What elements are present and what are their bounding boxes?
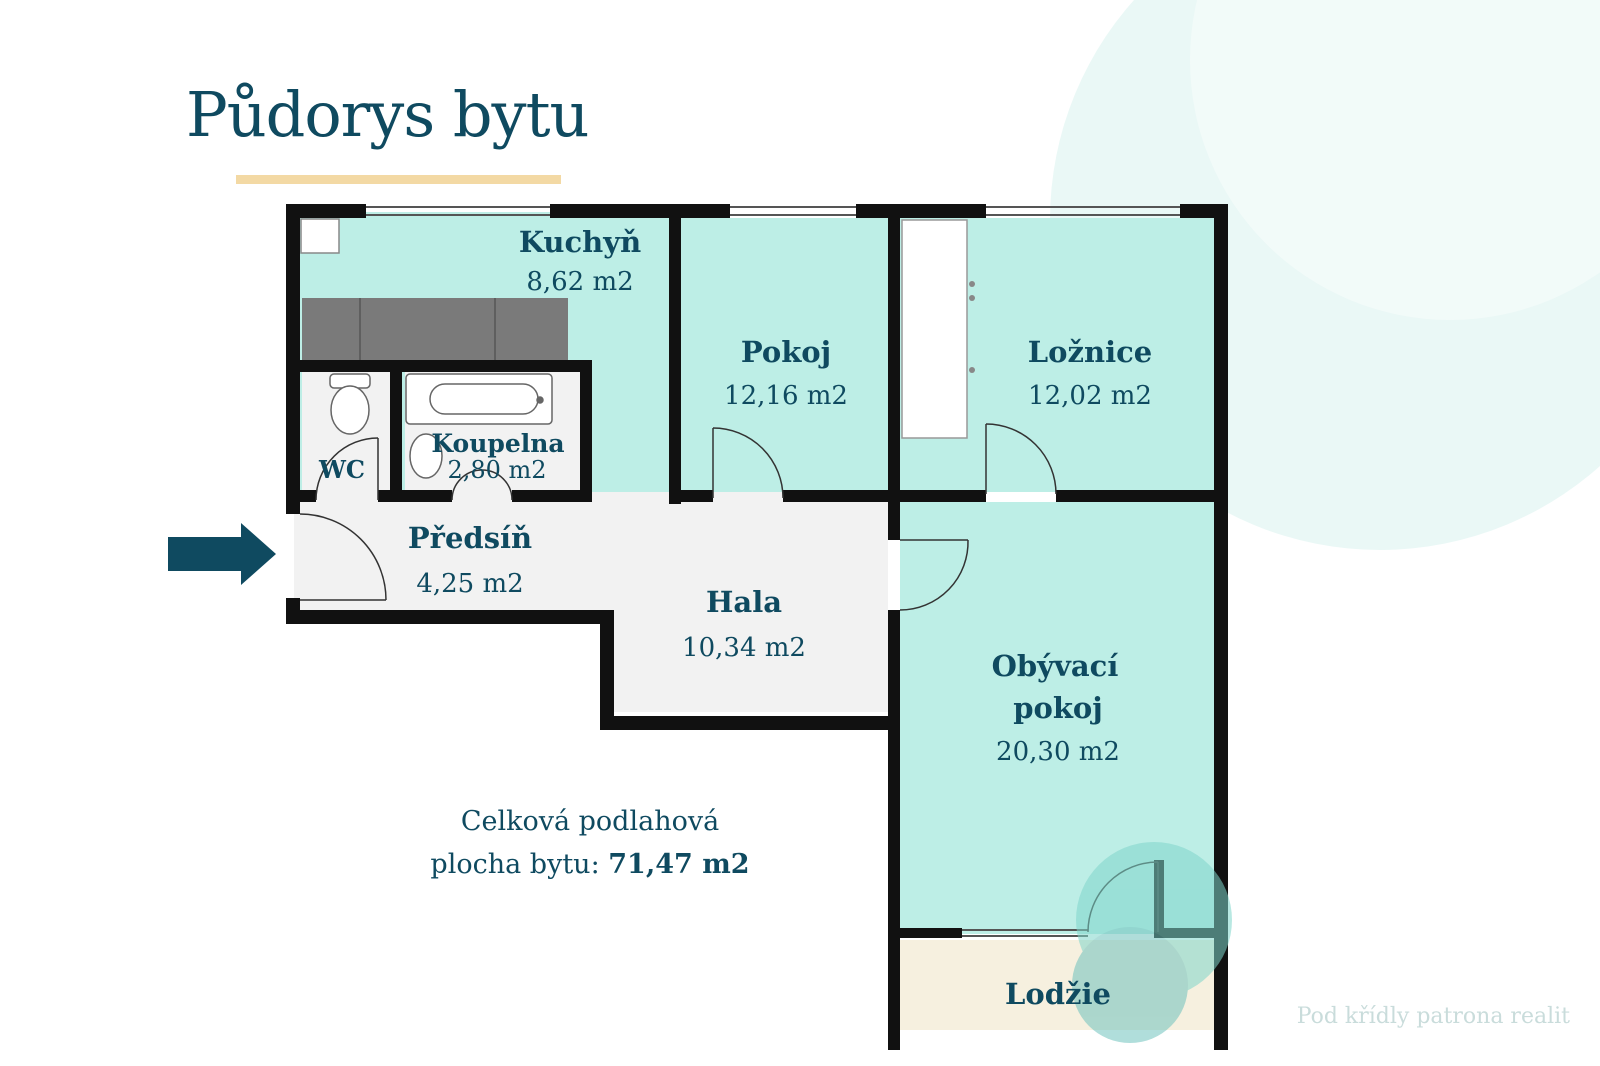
total-value: 71,47 m2 bbox=[608, 849, 750, 880]
pokoj-name: Pokoj bbox=[741, 335, 831, 369]
hall-area bbox=[294, 492, 888, 712]
obyvaci-name-line2: pokoj bbox=[1013, 691, 1103, 725]
wardrobe bbox=[901, 219, 968, 439]
bathtub-icon bbox=[405, 373, 553, 425]
pokoj-area: 12,16 m2 bbox=[724, 381, 848, 411]
hala-area: 10,34 m2 bbox=[682, 633, 806, 663]
toilet-icon bbox=[329, 373, 371, 435]
room-fills bbox=[294, 212, 1218, 1030]
room-pokoj-area bbox=[680, 218, 893, 492]
obyvaci-area: 20,30 m2 bbox=[996, 737, 1120, 767]
total-line1: Celková podlahová bbox=[460, 806, 720, 837]
kitchen-counter bbox=[300, 218, 568, 360]
arrow-right-icon bbox=[168, 523, 276, 585]
predsin-name: Předsíň bbox=[408, 521, 532, 555]
lodzie-name: Lodžie bbox=[1005, 977, 1111, 1011]
wc-name: WC bbox=[318, 455, 365, 484]
walls bbox=[286, 204, 1228, 1050]
total-prefix: plocha bytu: bbox=[430, 849, 609, 880]
loznice-area: 12,02 m2 bbox=[1028, 381, 1152, 411]
watermark: Pod křídly patrona realit bbox=[1296, 1004, 1570, 1029]
loznice-name: Ložnice bbox=[1028, 335, 1152, 369]
kuchyn-name: Kuchyň bbox=[519, 225, 641, 259]
kuchyn-area: 8,62 m2 bbox=[526, 267, 633, 297]
sink-icon bbox=[409, 433, 443, 479]
koupelna-area: 2,80 m2 bbox=[447, 456, 546, 484]
page-title: Půdorys bytu bbox=[186, 78, 589, 151]
koupelna-name: Koupelna bbox=[431, 429, 564, 458]
decorative-blob bbox=[1072, 842, 1232, 1043]
total-line2: plocha bytu: 71,47 m2 bbox=[420, 843, 760, 886]
title-underline bbox=[236, 175, 561, 184]
predsin-area: 4,25 m2 bbox=[416, 569, 523, 599]
total-area-note: Celková podlahová plocha bytu: 71,47 m2 bbox=[420, 800, 760, 886]
windows bbox=[366, 206, 1180, 937]
hala-name: Hala bbox=[706, 585, 782, 619]
obyvaci-name-line1: Obývací bbox=[992, 649, 1119, 683]
room-labels: Kuchyň 8,62 m2 Pokoj 12,16 m2 Ložnice 12… bbox=[318, 225, 1152, 1011]
